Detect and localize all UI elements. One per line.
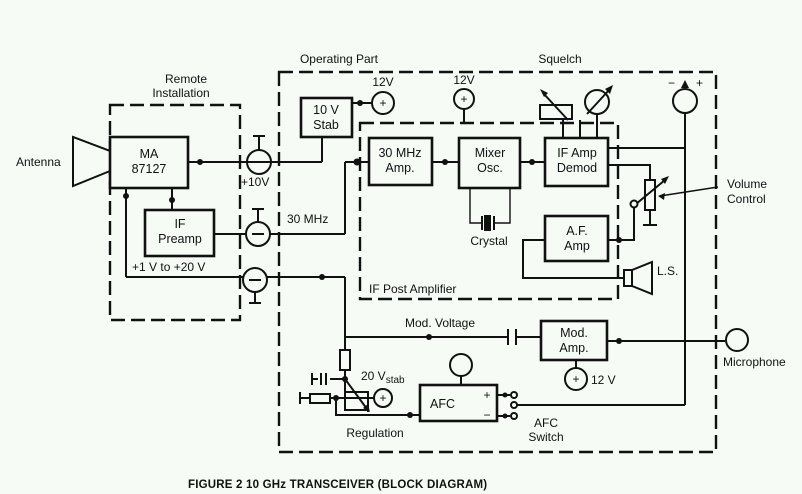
ammeter-plus: + (696, 76, 703, 90)
afc-switch-icon[interactable] (510, 391, 518, 420)
if-post-amplifier-label: IF Post Amplifier (369, 282, 456, 296)
ammeter-minus: − (668, 76, 675, 90)
mod-capacitor-icon (507, 329, 517, 345)
20v-label: 20 Vstab (361, 369, 405, 386)
afc-label: AFC (430, 397, 455, 411)
regulation-resistor-icon (339, 349, 351, 371)
transistor-arrow-icon (363, 404, 370, 412)
afc-switch-label-2: Switch (528, 430, 563, 444)
plus10v-label: +10V (241, 175, 269, 189)
wire (608, 164, 651, 180)
crystal-label: Crystal (470, 234, 507, 248)
12v-post-label: 12V (453, 73, 474, 87)
microphone-label: Microphone (723, 355, 786, 369)
wire (335, 398, 420, 416)
volume-label-1: Volume (727, 177, 767, 191)
amp30-line1: 30 MHz (378, 146, 421, 160)
remote-installation-region (108, 103, 242, 322)
12v-supply-mod-icon (564, 367, 588, 391)
if-post-amplifier-region (358, 121, 620, 301)
squelch-label: Squelch (538, 52, 581, 66)
plus-sign: + (379, 96, 386, 110)
12v-supply-stab-icon (371, 91, 395, 115)
mixer-line1: Mixer (475, 146, 506, 160)
regulation-transistor-icon (344, 391, 369, 411)
wire (608, 207, 635, 241)
stab-line1: 10 V (313, 103, 339, 117)
afc-block: AFC + − (418, 383, 499, 423)
regulation-label: Regulation (346, 426, 403, 440)
remote-label-1: Remote (165, 72, 207, 86)
volume-potentiometer-icon (629, 176, 669, 211)
if-amp-demod-block: IF Amp Demod (543, 136, 610, 188)
operating-part-region (277, 70, 718, 454)
ifamp-line1: IF Amp (557, 146, 597, 160)
ifamp-line2: Demod (557, 161, 597, 175)
plus10v-meter-icon (246, 135, 272, 175)
20v-value: 20 V (361, 369, 386, 383)
12v-supply-post-icon (453, 88, 475, 110)
20v-stab-supply-icon (373, 388, 393, 408)
plus-sign: + (379, 391, 386, 405)
junction-dots (123, 100, 622, 419)
ma-87127-block: MA 87127 (108, 135, 190, 190)
plus-sign: + (460, 92, 467, 106)
supply-minus-meter-icon (242, 267, 268, 304)
af-line1: A.F. (566, 224, 588, 238)
wire (522, 239, 624, 279)
ma-line2: 87127 (132, 162, 167, 176)
remote-label-2: Installation (152, 86, 209, 100)
mixer-osc-block: Mixer Osc. (457, 136, 522, 190)
af-amp-block: A.F. Amp (543, 214, 610, 263)
wire (469, 188, 482, 224)
mod-amp-block: Mod. Amp. (539, 319, 609, 362)
mod-line1: Mod. (560, 326, 588, 340)
12v-stab-label: 12V (372, 75, 393, 89)
af-line2: Amp (564, 239, 590, 253)
if-preamp-block: IF Preamp (143, 208, 216, 258)
30mhz-label: 30 MHz (287, 212, 328, 226)
regulation-resistor-2-icon (309, 393, 331, 404)
20v-subscript: stab (386, 375, 405, 386)
plus-sign: + (572, 372, 579, 386)
wire (344, 378, 368, 410)
stab-line2: Stab (313, 118, 339, 132)
if-minus-meter-icon (245, 208, 271, 247)
if-preamp-line2: Preamp (158, 232, 202, 246)
voltage-range-label: +1 V to +20 V (132, 260, 205, 274)
loudspeaker-icon (623, 260, 653, 296)
wire (659, 186, 719, 197)
ma-line1: MA (140, 147, 159, 161)
12v-mod-label: 12 V (591, 373, 616, 387)
wire (494, 188, 511, 224)
ls-label: L.S. (657, 264, 678, 278)
amp30-line2: Amp. (385, 161, 414, 175)
figure-caption: FIGURE 2 10 GHz TRANSCEIVER (BLOCK DIAGR… (188, 479, 487, 491)
crystal-icon (481, 215, 495, 231)
squelch-ammeter-icon (672, 80, 698, 114)
volume-label-2: Control (727, 192, 766, 206)
afc-meter-icon (449, 353, 473, 377)
afc-switch-label-1: AFC (534, 416, 558, 430)
10v-stab-block: 10 V Stab (299, 96, 354, 139)
operating-part-label: Operating Part (300, 52, 379, 66)
afc-plus: + (483, 388, 490, 402)
mod-voltage-label: Mod. Voltage (405, 316, 475, 330)
antenna-horn-icon (72, 135, 111, 188)
if-preamp-line1: IF (174, 217, 185, 231)
antenna-label: Antenna (16, 155, 61, 169)
signal-meter-icon (584, 85, 613, 115)
afc-minus: − (483, 408, 490, 422)
mod-line2: Amp. (559, 341, 588, 355)
mixer-line2: Osc. (477, 161, 503, 175)
microphone-icon (725, 328, 749, 352)
30mhz-amp-block: 30 MHz Amp. (367, 136, 434, 187)
squelch-potentiometer-icon (539, 89, 573, 121)
